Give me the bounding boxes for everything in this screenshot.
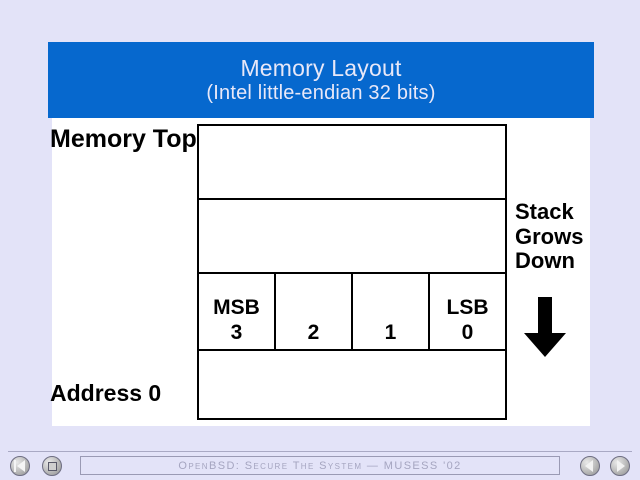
slide-title-banner: Memory Layout (Intel little-endian 32 bi… bbox=[48, 42, 594, 118]
footer-toolbar: OpenBSD: Secure The System — MUSESS '02 bbox=[0, 452, 640, 480]
restart-icon bbox=[14, 460, 26, 472]
stop-button[interactable] bbox=[42, 456, 62, 476]
memory-layout-table: MSB 3 2 1 LSB 0 bbox=[197, 124, 507, 420]
memory-row-bytes: MSB 3 2 1 LSB 0 bbox=[199, 274, 505, 351]
arrow-right-icon bbox=[617, 460, 625, 472]
byte-number-2: 2 bbox=[307, 321, 320, 344]
footer-divider bbox=[8, 451, 632, 452]
byte-cell-0: LSB 0 bbox=[430, 274, 505, 349]
next-slide-button[interactable] bbox=[610, 456, 630, 476]
arrow-left-icon bbox=[585, 460, 593, 472]
stop-square-icon bbox=[47, 461, 57, 471]
restart-button[interactable] bbox=[10, 456, 30, 476]
byte-number-0: 0 bbox=[461, 321, 474, 344]
memory-row-empty-second bbox=[199, 200, 505, 274]
slide-title-primary: Memory Layout bbox=[240, 54, 402, 81]
previous-slide-button[interactable] bbox=[580, 456, 600, 476]
byte-tag-msb: MSB bbox=[213, 296, 260, 319]
byte-cell-1: 1 bbox=[353, 274, 430, 349]
stack-note-line-2: Grows bbox=[515, 223, 584, 249]
presentation-title: OpenBSD: Secure The System — MUSESS '02 bbox=[178, 459, 462, 472]
memory-row-empty-top bbox=[199, 126, 505, 200]
slide-title-secondary: (Intel little-endian 32 bits) bbox=[206, 81, 436, 104]
arrow-down-icon bbox=[524, 297, 566, 357]
label-memory-top: Memory Top bbox=[50, 125, 197, 153]
stack-grows-down-label: Stack Grows Down bbox=[515, 199, 590, 274]
stack-note-line-1: Stack bbox=[515, 199, 574, 224]
memory-row-empty-bottom bbox=[199, 351, 505, 418]
byte-number-1: 1 bbox=[384, 321, 397, 344]
byte-cell-2: 2 bbox=[276, 274, 353, 349]
byte-number-3: 3 bbox=[230, 321, 243, 344]
footer-title-box: OpenBSD: Secure The System — MUSESS '02 bbox=[80, 456, 560, 475]
byte-cell-3: MSB 3 bbox=[199, 274, 276, 349]
byte-tag-lsb: LSB bbox=[446, 296, 489, 319]
label-address-zero: Address 0 bbox=[50, 380, 162, 406]
stack-note-line-3: Down bbox=[515, 248, 575, 274]
